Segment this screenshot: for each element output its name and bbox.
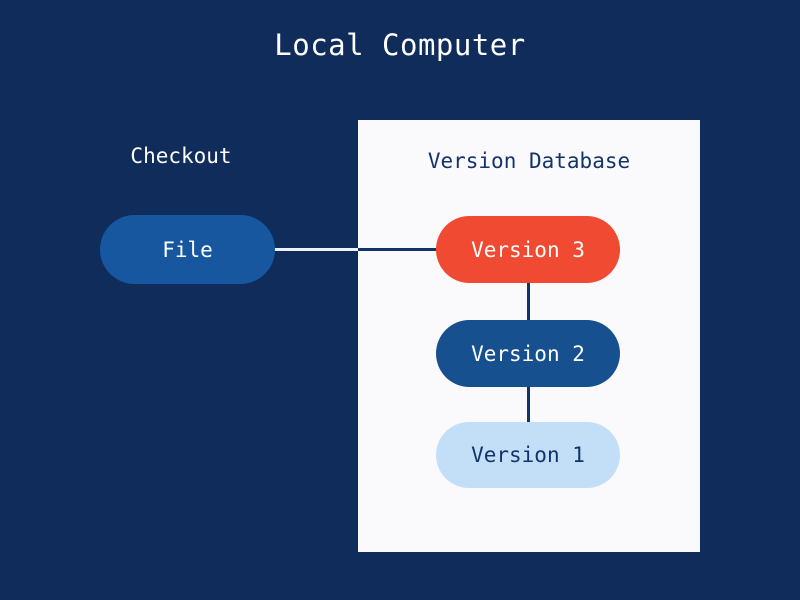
connector-version3-to-version2 (527, 278, 530, 326)
node-version-1[interactable]: Version 1 (436, 422, 620, 488)
node-version-2-label: Version 2 (471, 341, 585, 366)
version-database-panel-title: Version Database (427, 149, 631, 173)
node-file[interactable]: File (100, 215, 275, 284)
connector-version2-to-version1 (527, 380, 530, 428)
node-file-label: File (162, 237, 213, 262)
checkout-group-label: Checkout (130, 144, 232, 168)
page-title: Local Computer (274, 28, 526, 62)
node-version-3-label: Version 3 (471, 237, 585, 262)
connector-file-to-version3-inner (358, 248, 444, 251)
node-version-2[interactable]: Version 2 (436, 320, 620, 387)
node-version-3[interactable]: Version 3 (436, 216, 620, 283)
connector-file-to-version3-outer (265, 248, 359, 251)
node-version-1-label: Version 1 (471, 443, 585, 467)
